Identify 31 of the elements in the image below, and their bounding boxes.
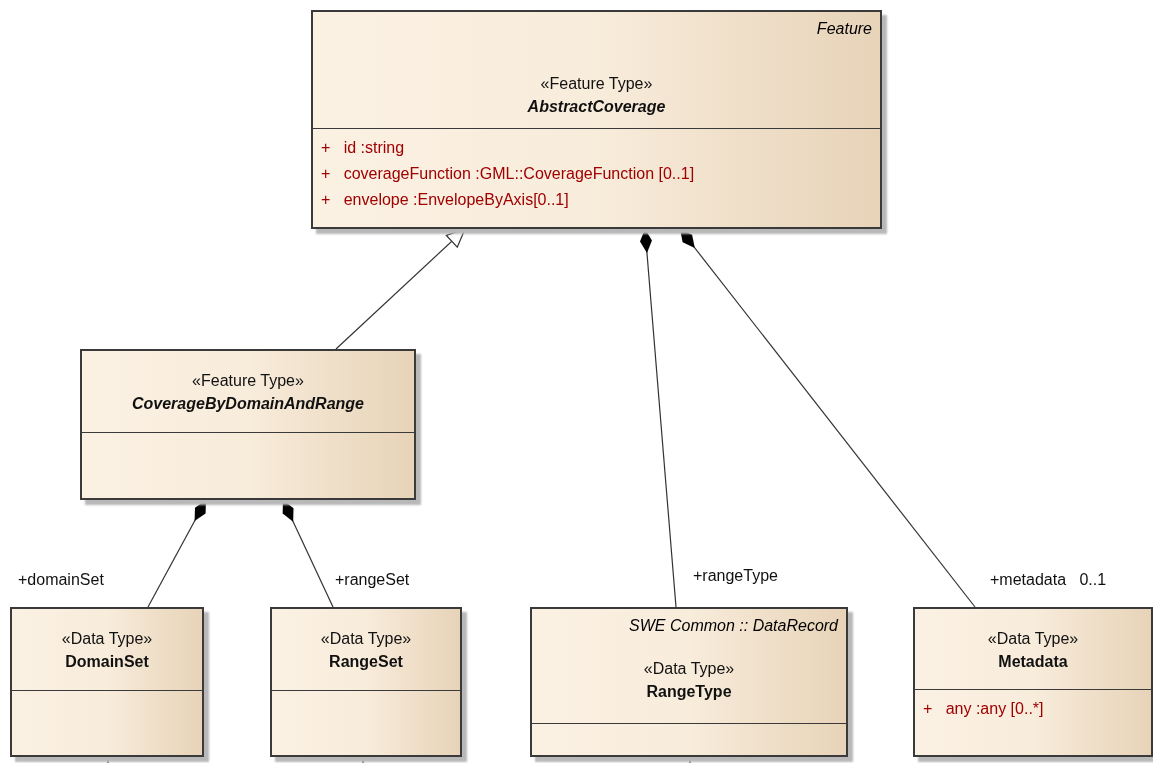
generalization-arrow	[335, 228, 466, 350]
class-name: CoverageByDomainAndRange	[131, 394, 364, 414]
class-box	[530, 607, 848, 757]
class-name: RangeType	[646, 682, 732, 702]
class-name: Metadata	[998, 652, 1068, 672]
composition-line	[640, 228, 677, 608]
stereotype-label: «Feature Type»	[540, 74, 653, 94]
attribute-text: + any :any [0..*]	[923, 699, 1044, 719]
attribute-text: + envelope :EnvelopeByAxis[0..1]	[321, 190, 569, 210]
composition-line	[679, 228, 976, 608]
class-box	[10, 607, 204, 757]
attribute-text: + id :string	[321, 138, 405, 158]
namespace-label: Feature	[816, 20, 872, 38]
composition-line	[147, 499, 207, 608]
class-name: AbstractCoverage	[527, 97, 666, 117]
class-box	[80, 349, 416, 500]
stereotype-label: «Data Type»	[643, 659, 735, 679]
attribute-text: + coverageFunction :GML::CoverageFunction [0..1]	[321, 164, 695, 184]
role-label: +rangeSet	[335, 571, 410, 589]
class-box	[270, 607, 462, 757]
composition-line	[282, 499, 334, 608]
class-box	[311, 10, 882, 229]
role-label: +rangeType	[693, 567, 778, 585]
namespace-label: SWE Common :: DataRecord	[629, 617, 838, 635]
class-box	[913, 607, 1153, 757]
stereotype-label: «Data Type»	[61, 629, 153, 649]
stereotype-label: «Feature Type»	[192, 371, 304, 391]
class-name: DomainSet	[65, 652, 149, 672]
class-name: RangeSet	[329, 652, 403, 672]
stereotype-label: «Data Type»	[320, 629, 412, 649]
stereotype-label: «Data Type»	[987, 629, 1079, 649]
